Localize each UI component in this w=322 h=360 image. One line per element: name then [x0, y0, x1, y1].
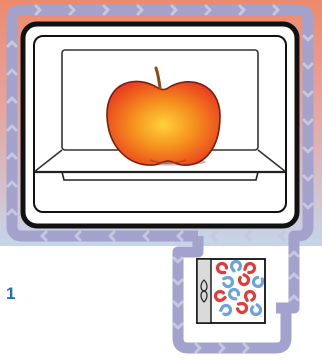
oven-rack [34, 170, 286, 181]
hook-glyph [222, 275, 235, 289]
airflow-chevron [278, 230, 286, 242]
step-number: 1 [6, 284, 16, 303]
hook-glyph [235, 301, 249, 315]
cavity-edge-left [33, 149, 63, 173]
airflow-chevron [176, 230, 184, 242]
airflow-chevron [172, 300, 184, 308]
airflow-chevron [102, 4, 110, 16]
airflow-chevron [272, 4, 280, 16]
hook-pattern-icon [213, 259, 265, 317]
airflow-chevron [108, 230, 116, 242]
airflow-chevron [302, 62, 314, 70]
hook-glyph [251, 275, 265, 289]
airflow-chevron [172, 322, 184, 330]
hook-glyph [229, 259, 243, 273]
hook-glyph [219, 303, 233, 317]
airflow-chevron [302, 118, 314, 126]
airflow-chevron [204, 4, 212, 16]
airflow-chevron [242, 342, 250, 354]
airflow-arrows [6, 4, 314, 354]
hook-glyph [215, 261, 229, 275]
airflow-chevron [302, 174, 314, 182]
hook-glyph [243, 289, 257, 302]
airflow-chevron [218, 342, 226, 354]
airflow-chevron [288, 294, 300, 302]
airflow-chevron [6, 68, 18, 76]
airflow-chevron [288, 250, 300, 258]
hook-glyph [249, 303, 263, 317]
airflow-chevron [6, 152, 18, 160]
airflow-chevron [170, 4, 178, 16]
airflow-chevron [210, 230, 218, 242]
airflow-path [6, 4, 314, 354]
airflow-chevron [40, 230, 48, 242]
hook-glyph [227, 287, 241, 301]
airflow-chevron [6, 96, 18, 104]
fan-icon [200, 279, 208, 303]
airflow-chevron [238, 4, 246, 16]
airflow-chevron [6, 180, 18, 188]
airflow-chevron [302, 90, 314, 98]
airflow-chevron [172, 256, 184, 264]
apple-stem [154, 66, 162, 90]
airflow-chevron [6, 124, 18, 132]
airflow-chevron [34, 4, 42, 16]
airflow-chevron [74, 230, 82, 242]
hook-glyph [237, 273, 251, 287]
hook-glyph [213, 289, 227, 303]
airflow-chevron [194, 342, 202, 354]
airflow-chevron [288, 272, 300, 280]
cavity-edge-right [257, 149, 287, 173]
airflow-chevron [6, 208, 18, 216]
airflow-chevron [136, 4, 144, 16]
airflow-chevron [244, 230, 252, 242]
airflow-chevron [142, 230, 150, 242]
airflow-chevron [6, 40, 18, 48]
apple-icon [106, 66, 221, 166]
airflow-chevron [172, 278, 184, 286]
airflow-chevron [302, 202, 314, 210]
airflow-chevron [302, 34, 314, 42]
fan-module [196, 258, 266, 324]
airflow-chevron [68, 4, 76, 16]
airflow-chevron [302, 146, 314, 154]
hook-glyph [243, 261, 257, 275]
